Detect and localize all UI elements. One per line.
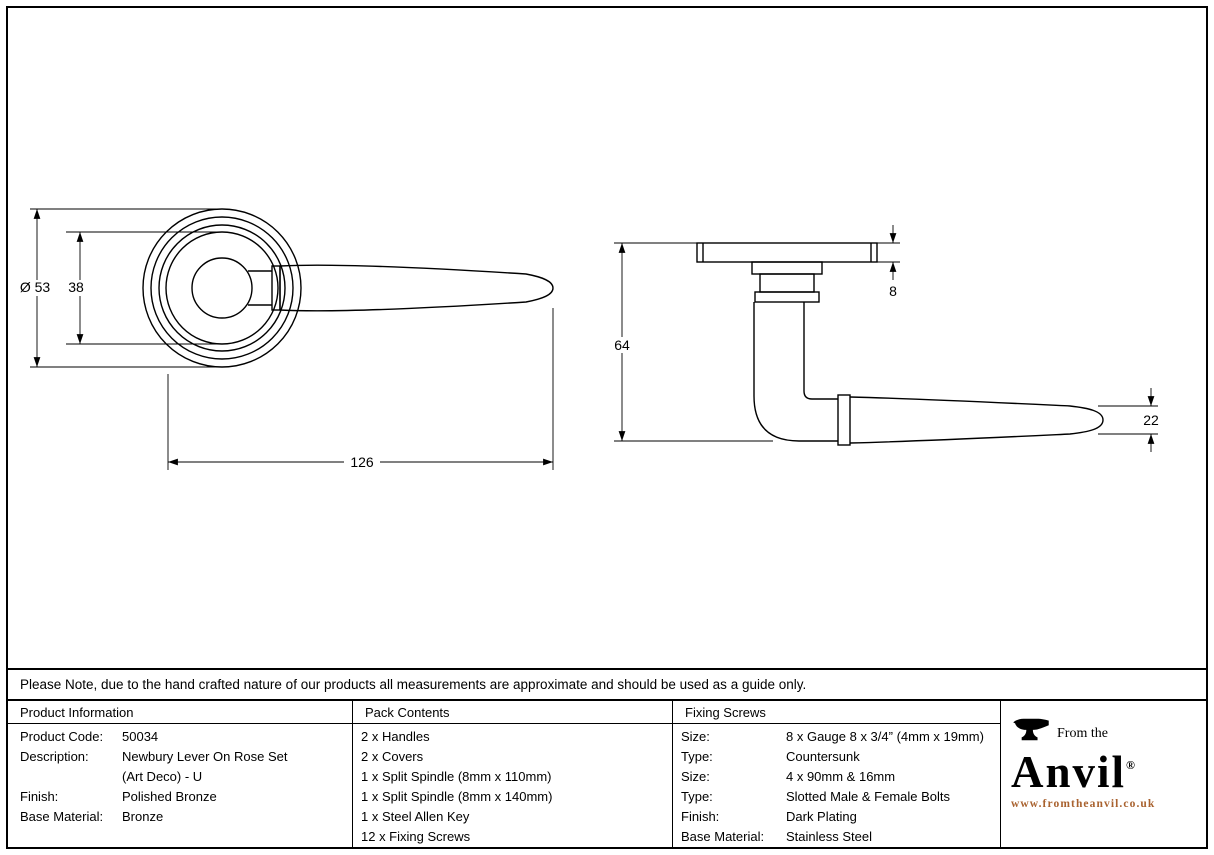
dimension-label-height: 64 [614,337,630,353]
row-label: Finish: [681,809,720,824]
row-value: (Art Deco) - U [122,769,203,784]
list-item: 2 x Handles [361,729,430,744]
front-view-dimensions [30,208,554,470]
row-label: Description: [20,749,89,764]
row-value: Bronze [122,809,164,824]
row-label: Finish: [20,789,59,804]
table-row: Finish: Polished Bronze [8,787,352,807]
technical-drawing: Ø 53 38 126 [15,208,1159,470]
dimension-label-plate-thickness: 8 [889,283,897,299]
front-view-drawing [142,208,554,368]
side-view-drawing [696,242,1104,446]
list-item: 2 x Covers [361,749,424,764]
row-label: Product Code: [20,729,104,744]
brand-name-text: Anvil [1011,747,1127,797]
note-bar: Please Note, due to the hand crafted nat… [8,668,1206,701]
spec-table: Product Information Product Code: 50034 D… [8,701,1206,847]
row-value: Newbury Lever On Rose Set [122,749,288,764]
row-label: Base Material: [20,809,104,824]
column-header-product-information: Product Information [8,701,352,724]
fixing-screws-column: Fixing Screws Size: 8 x Gauge 8 x 3/4” (4… [672,701,1000,847]
table-row: Description: Newbury Lever On Rose Set [8,747,352,767]
row-label: Base Material: [681,829,765,844]
technical-drawing-area: Ø 53 38 126 [8,8,1206,668]
table-row: Size: 4 x 90mm & 16mm [673,767,1000,787]
table-row: (Art Deco) - U [8,767,352,787]
row-value: Dark Plating [786,809,857,824]
list-item: 1 x Split Spindle (8mm x 140mm) [361,789,553,804]
list-item: 1 x Split Spindle (8mm x 110mm) [361,769,552,784]
list-item: 1 x Steel Allen Key [361,809,470,824]
logo-tagline: From the [1057,726,1108,741]
table-row: Product Code: 50034 [8,727,352,747]
note-text: Please Note, due to the hand crafted nat… [20,677,807,692]
table-row: Finish: Dark Plating [673,807,1000,827]
list-item: 12 x Fixing Screws [361,829,471,844]
row-value: Stainless Steel [786,829,872,844]
dimension-label-grip-diameter: 22 [1143,412,1159,428]
row-value: Polished Bronze [122,789,217,804]
table-row: Type: Slotted Male & Female Bolts [673,787,1000,807]
row-label: Size: [681,729,710,744]
row-value: 50034 [122,729,159,744]
brand-logo-cell: From the Anvil® www.fromtheanvil.co.uk [1000,701,1206,847]
dimension-label-inner-diameter: 38 [68,279,84,295]
row-value: 8 x Gauge 8 x 3/4” (4mm x 19mm) [786,729,984,744]
logo-brand-name: Anvil® [1011,743,1200,797]
table-row: Type: Countersunk [673,747,1000,767]
column-header-fixing-screws: Fixing Screws [673,701,1000,724]
side-view-dimensions [614,225,1158,452]
row-label: Type: [681,749,713,764]
anvil-icon [1011,715,1051,743]
table-row: Size: 8 x Gauge 8 x 3/4” (4mm x 19mm) [673,727,1000,747]
product-information-column: Product Information Product Code: 50034 D… [8,701,352,847]
row-value: Slotted Male & Female Bolts [786,789,951,804]
registered-trademark-symbol: ® [1126,758,1135,772]
row-label: Size: [681,769,710,784]
column-header-pack-contents: Pack Contents [353,701,672,724]
table-row: Base Material: Stainless Steel [673,827,1000,847]
row-label: Type: [681,789,713,804]
table-row: Base Material: Bronze [8,807,352,827]
brand-website-url: www.fromtheanvil.co.uk [1011,798,1156,810]
row-value: Countersunk [786,749,860,764]
pack-contents-column: Pack Contents 2 x Handles 2 x Covers 1 x… [352,701,672,847]
dimension-label-lever-length: 126 [350,454,374,470]
dimension-label-rose-diameter: Ø 53 [20,279,51,295]
row-value: 4 x 90mm & 16mm [786,769,896,784]
sheet-frame: Ø 53 38 126 [6,6,1208,849]
